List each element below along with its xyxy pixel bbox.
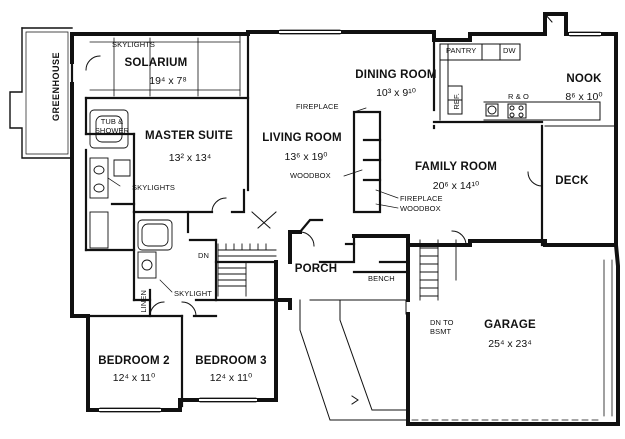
fireplace-family-label: FIREPLACE	[400, 194, 443, 203]
solarium-name: SOLARIUM	[124, 57, 188, 69]
deck-structure	[544, 13, 617, 127]
skylight-hall-label: SKYLIGHT	[174, 289, 212, 298]
master-suite-size: 13² x 13⁴	[168, 152, 212, 164]
main-stair	[217, 243, 277, 297]
greenhouse-outline	[9, 27, 73, 159]
dn-to-label: DN TO	[430, 318, 454, 327]
linen-label: LINEN	[139, 290, 148, 313]
bedroom3-size: 12⁴ x 11⁰	[209, 372, 253, 384]
garage-door	[411, 259, 613, 421]
leader-lines	[107, 107, 399, 293]
bedroom3-name: BEDROOM 3	[195, 355, 267, 367]
garage-name: GARAGE	[484, 319, 536, 331]
interior-walls	[70, 32, 544, 408]
porch-name: PORCH	[294, 263, 338, 275]
master-suite-name: MASTER SUITE	[144, 130, 234, 142]
tub-label-2: SHOWER	[94, 126, 130, 135]
walkway	[299, 299, 407, 421]
greenhouse-label: GREENHOUSE	[51, 52, 61, 122]
skylights-bath-label: SKYLIGHTS	[132, 183, 175, 192]
kitchen-counters	[439, 43, 601, 121]
dining-room-name: DINING ROOM	[355, 69, 437, 81]
bedroom2-name: BEDROOM 2	[98, 355, 170, 367]
stair-down-label: DN	[198, 251, 210, 260]
garage-size: 25⁴ x 23⁴	[488, 338, 532, 350]
family-room-size: 20⁶ x 14¹⁰	[432, 180, 480, 192]
skylights-label: SKYLIGHTS	[112, 40, 155, 49]
nook-size: 8⁶ x 10⁰	[565, 91, 603, 103]
door-swings	[85, 55, 543, 317]
basement-stair	[419, 239, 457, 301]
solarium-size: 19⁴ x 7⁸	[149, 75, 187, 87]
dining-room-size: 10³ x 9¹⁰	[376, 87, 416, 99]
woodbox-living-label: WOODBOX	[290, 171, 331, 180]
pantry-label: PANTRY	[446, 46, 477, 55]
deck-name: DECK	[555, 175, 589, 187]
family-room-name: FAMILY ROOM	[414, 161, 498, 173]
woodbox-family-label: WOODBOX	[400, 204, 441, 213]
living-room-name: LIVING ROOM	[262, 132, 342, 144]
living-room-size: 13⁶ x 19⁰	[284, 151, 328, 163]
tub-label-1: TUB &	[100, 117, 124, 126]
dishwasher-label: DW	[503, 46, 516, 55]
nook-name: NOOK	[566, 73, 602, 85]
range-oven-label: R & O	[508, 92, 529, 101]
refrigerator-label: REF.	[452, 93, 461, 110]
bedroom2-size: 12⁴ x 11⁰	[112, 372, 156, 384]
bsmt-label: BSMT	[430, 327, 452, 336]
fireplace-living-label: FIREPLACE	[296, 102, 339, 111]
windows	[99, 29, 601, 413]
bench-label: BENCH	[368, 274, 395, 283]
